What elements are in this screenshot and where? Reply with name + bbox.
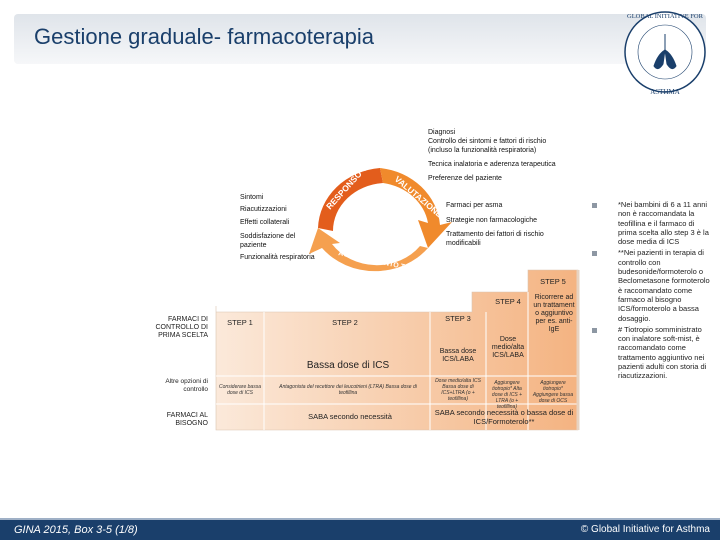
- cycle-arc-review: [318, 168, 383, 231]
- footer-bar: GINA 2015, Box 3-5 (1/8) © Global Initia…: [0, 520, 720, 540]
- cycle-risk-factors: Trattamento dei fattori di rischio modif…: [446, 231, 544, 247]
- left-label-controller: FARMACI DI CONTROLLO DI PRIMA SCELTA: [155, 316, 208, 339]
- other-option-step-3: Dose medio/alta ICS Bassa dose di ICS+LT…: [435, 378, 481, 402]
- footer-source: GINA 2015, Box 3-5 (1/8): [14, 524, 138, 536]
- left-label-other: Altre opzioni di controllo: [165, 378, 208, 393]
- reliever-steps-1-2: SABA secondo necessità: [308, 412, 392, 421]
- footnote-1: *Nei bambini di 6 a 11 anni non è raccom…: [592, 200, 710, 246]
- step-3-label: STEP 3: [445, 314, 471, 323]
- footnote-2: **Nei pazienti in terapia di controllo c…: [592, 248, 710, 323]
- footnotes: *Nei bambini di 6 a 11 anni non è raccom…: [592, 200, 710, 383]
- footer-separator: [0, 518, 720, 520]
- cycle-diagnosis-line: (incluso la funzionalità respiratoria): [428, 147, 537, 154]
- step-2-label: STEP 2: [332, 318, 358, 327]
- other-option-step-5: Aggiungere tiotropio* Aggiungere bassa d…: [532, 380, 574, 404]
- footnote-1-text: *Nei bambini di 6 a 11 anni non è raccom…: [618, 200, 709, 247]
- step-4-label: STEP 4: [495, 297, 521, 306]
- gina-logo: GLOBAL INITIATIVE FOR ASTHMA: [624, 11, 706, 96]
- page-title: Gestione graduale- farmacoterapia: [34, 24, 374, 49]
- other-option-step-1: Considerare bassa dose di ICS: [219, 384, 261, 396]
- step-2-text: Bassa dose di ICS: [306, 360, 390, 371]
- cycle-diagnosis-line: Controllo dei sintomi e fattori di risch…: [428, 138, 547, 145]
- other-option-step-2: Antagonista del recettore dei leucotrien…: [279, 384, 417, 396]
- cycle-side-effects: Effetti collaterali: [240, 219, 290, 226]
- other-option-step-4: Aggiungere tiotropio* Alta dose di ICS +…: [491, 380, 523, 410]
- cycle-diagnosis-line: Preferenze del paziente: [428, 175, 502, 182]
- cycle-diagnosis-line: Tecnica inalatoria e aderenza terapeutic…: [428, 161, 556, 168]
- cycle-asthma-drugs: Farmaci per asma: [446, 202, 503, 209]
- cycle-satisfaction: Soddisfazione del paziente: [240, 233, 296, 249]
- step-3-text: Bassa dose ICS/LABA: [439, 348, 477, 363]
- reliever-steps-3-5: SABA secondo necessità o bassa dose di I…: [434, 408, 574, 426]
- cycle-symptoms: Sintomi: [240, 194, 264, 201]
- left-label-reliever: FARMACI AL BISOGNO: [166, 412, 208, 427]
- logo-text-top: GLOBAL INITIATIVE FOR: [627, 13, 704, 20]
- step-4-text: Dose medio/alta ICS/LABA: [491, 336, 525, 359]
- cycle-non-pharm: Strategie non farmacologiche: [446, 217, 538, 224]
- footnote-2-text: **Nei pazienti in terapia di controllo c…: [618, 248, 710, 323]
- footnote-3-text: # Tiotropio somministrato con inalatore …: [618, 324, 707, 381]
- logo-text-bottom: ASTHMA: [650, 88, 680, 96]
- footer-copyright: © Global Initiative for Asthma: [580, 524, 710, 535]
- step-5-text: Ricorrere ad un trattament o aggiuntivo …: [533, 294, 575, 333]
- footnote-3: # Tiotropio somministrato con inalatore …: [592, 325, 710, 381]
- cycle-lung-function: Funzionalità respiratoria: [240, 254, 315, 261]
- cycle-arc-assess: [380, 168, 452, 248]
- cycle-diagnosis-line: Diagnosi: [428, 129, 456, 136]
- cycle-arc-adjust: [309, 228, 428, 272]
- step-1-label: STEP 1: [227, 318, 253, 327]
- stairs-shape: [215, 269, 579, 431]
- cycle-exacerbations: Riacutizzazioni: [240, 206, 287, 213]
- bullet-icon: [592, 203, 597, 208]
- bullet-icon: [592, 251, 597, 257]
- header-bar: Gestione graduale- farmacoterapia: [14, 14, 706, 64]
- bullet-icon: [592, 327, 597, 333]
- step-5-label: STEP 5: [540, 277, 566, 286]
